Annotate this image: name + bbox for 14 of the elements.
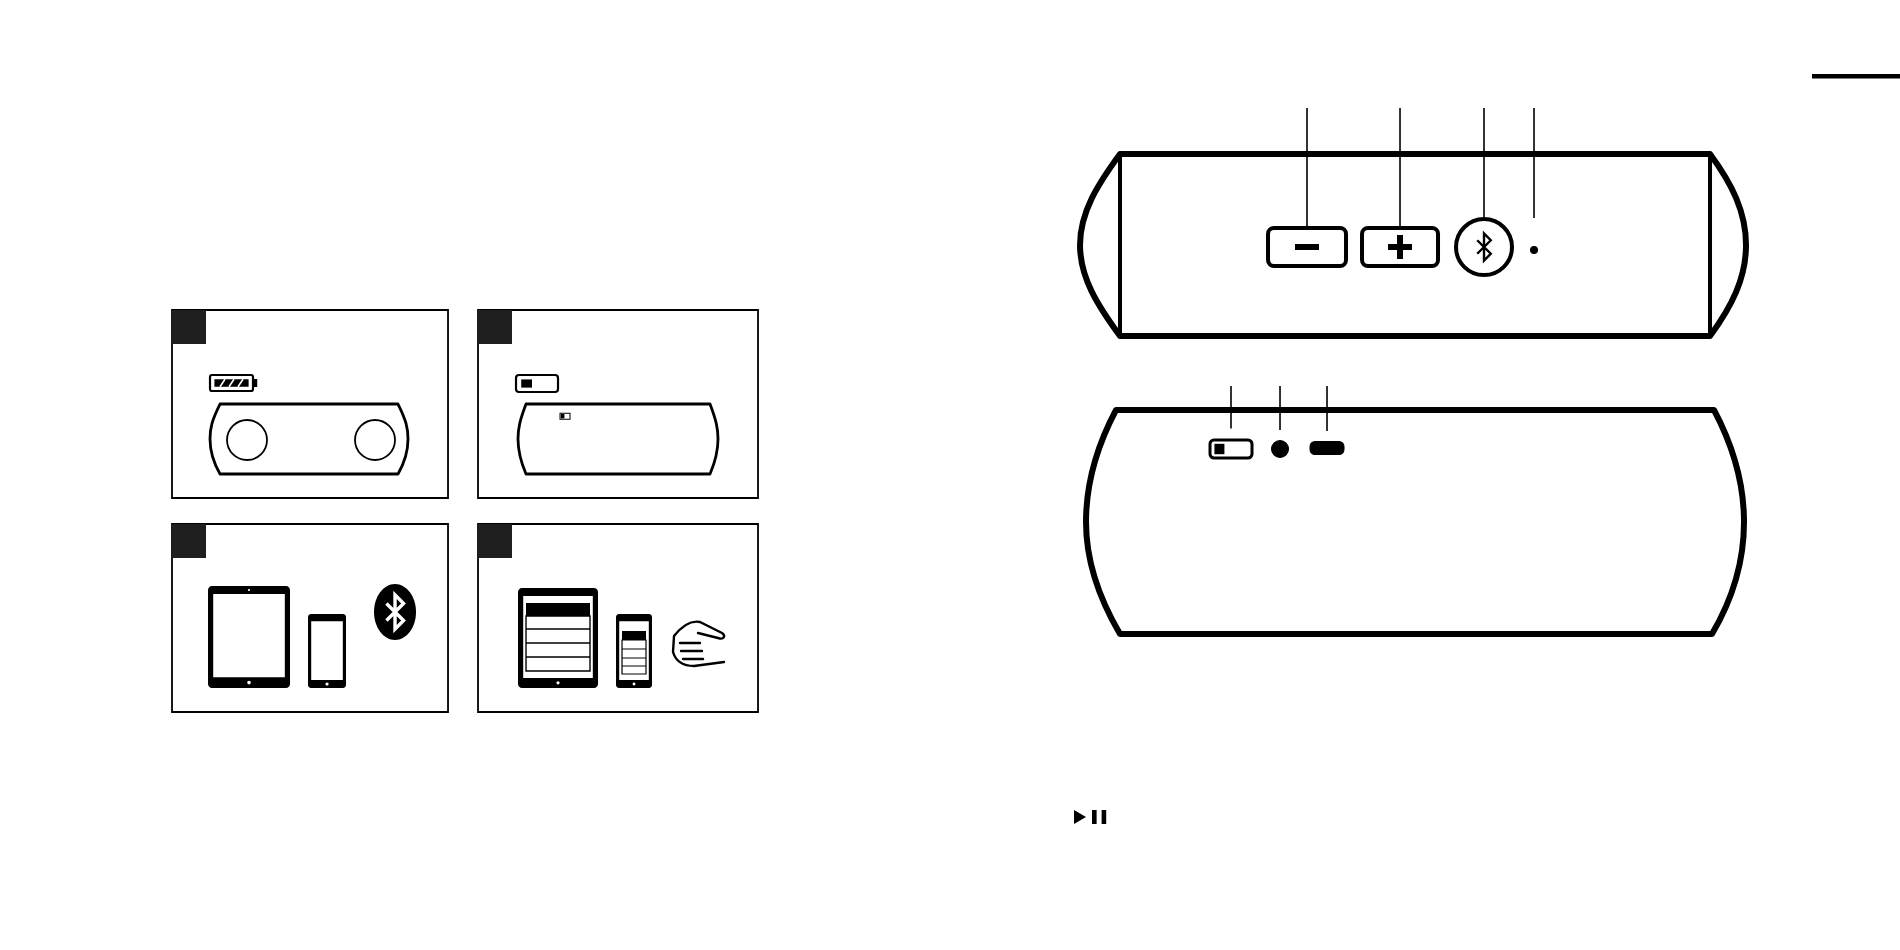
leader-line	[1230, 385, 1232, 430]
leader-line	[1483, 107, 1485, 218]
leader-line	[1279, 385, 1281, 431]
leader-line	[1399, 107, 1401, 227]
leader-line	[1326, 385, 1328, 432]
audio-jack	[1271, 440, 1289, 458]
indicator-light	[1530, 246, 1538, 254]
leader-line	[1306, 107, 1308, 227]
leader-line	[1533, 107, 1535, 219]
power-switch	[1208, 438, 1254, 460]
minus-button	[1266, 226, 1348, 268]
bluetooth-button	[1454, 217, 1514, 277]
plus-button	[1360, 226, 1440, 268]
usb-port	[1309, 441, 1345, 455]
